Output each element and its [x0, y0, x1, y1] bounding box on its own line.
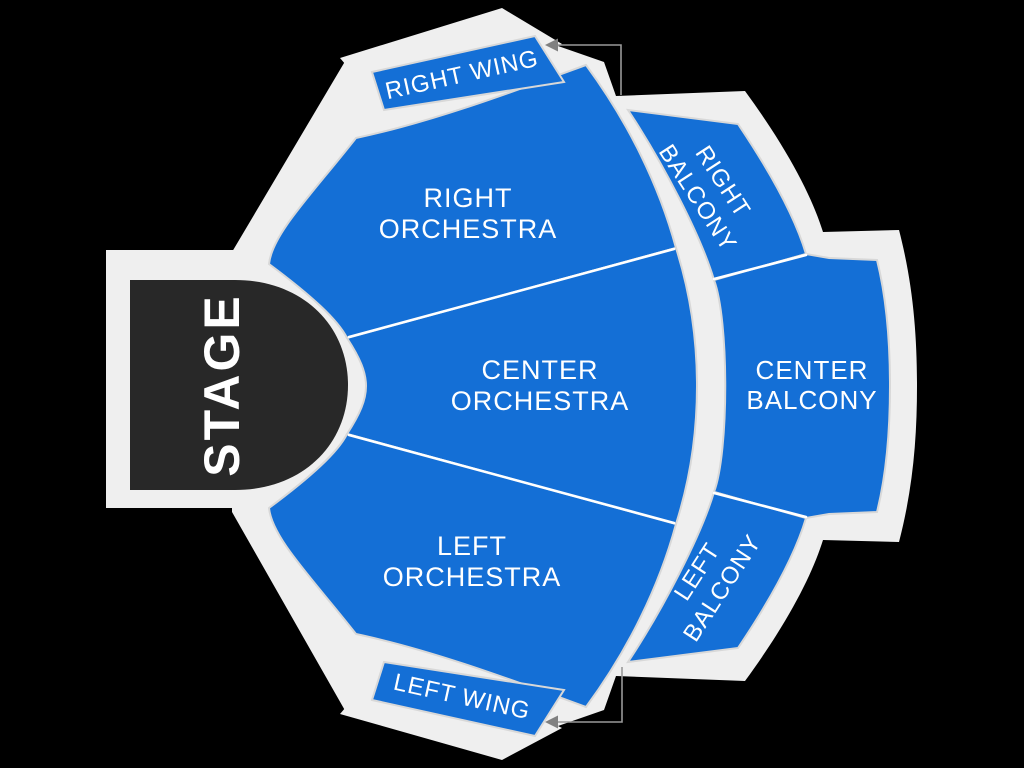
left-orchestra-label-line2: ORCHESTRA	[383, 562, 562, 592]
balcony-divider-lower	[712, 491, 808, 519]
right-orchestra-label-line1: RIGHT	[424, 183, 513, 213]
center-balcony-label-line1: CENTER	[756, 355, 869, 385]
center-balcony-label-line2: BALCONY	[746, 385, 877, 415]
section-right-orchestra[interactable]	[267, 63, 678, 340]
section-center-orchestra[interactable]	[345, 246, 699, 526]
top-leader-annotation	[545, 38, 622, 95]
orchestra-divider-upper	[347, 247, 676, 339]
top-leader-arrowhead-icon	[545, 38, 558, 52]
stage-shape	[130, 280, 348, 490]
bottom-leader-arrowhead-icon	[545, 715, 558, 729]
center-orchestra-label-line2: ORCHESTRA	[451, 386, 630, 416]
bottom-leader-annotation	[545, 667, 623, 729]
section-center-balcony[interactable]	[712, 252, 892, 520]
stage-label-text: STAGE	[194, 293, 250, 477]
left-orchestra-label: LEFT ORCHESTRA	[383, 531, 562, 592]
center-balcony-label: CENTER BALCONY	[746, 355, 877, 415]
top-leader-line	[557, 44, 622, 95]
left-orchestra-label-line1: LEFT	[437, 531, 507, 561]
section-left-wing[interactable]	[370, 660, 566, 738]
orchestra-divider-lower	[347, 433, 676, 525]
section-left-orchestra[interactable]	[267, 432, 678, 709]
balcony-divider-upper	[712, 253, 808, 281]
right-orchestra-label: RIGHT ORCHESTRA	[379, 183, 558, 244]
right-orchestra-label-line2: ORCHESTRA	[379, 214, 558, 244]
bottom-leader-line	[557, 667, 623, 723]
stage-label: STAGE	[194, 293, 250, 477]
section-right-wing[interactable]	[370, 34, 566, 112]
center-orchestra-label: CENTER ORCHESTRA	[451, 355, 630, 416]
center-orchestra-label-line1: CENTER	[481, 355, 598, 385]
